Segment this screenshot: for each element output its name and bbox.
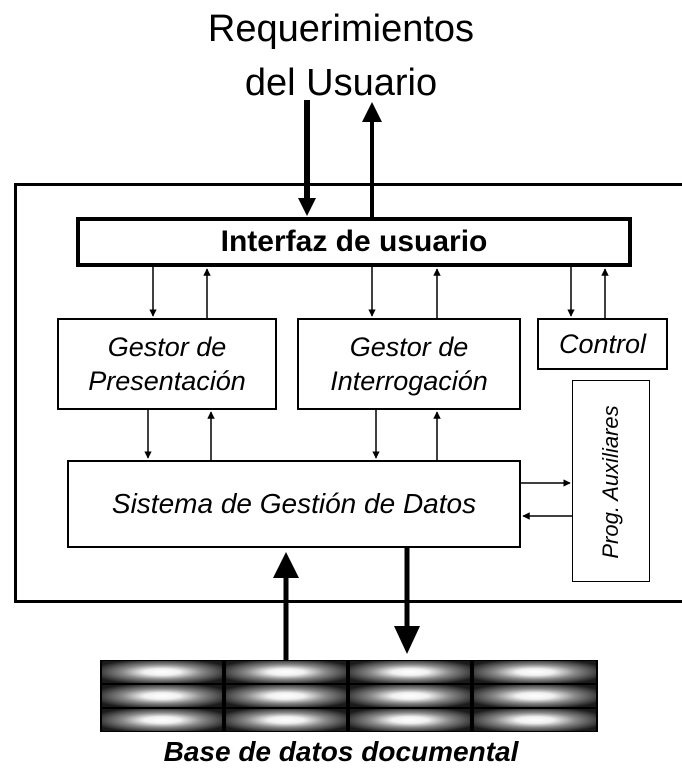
auxiliary-programs-box [572,380,650,582]
document-database [100,660,598,732]
document-database-graphic [102,661,596,731]
database-row-2 [102,685,596,707]
title-line-2: del Usuario [244,62,438,104]
document-database-label: Base de datos documental [163,736,519,767]
title-line-1: Requerimientos [207,8,475,50]
database-row-3 [102,709,596,731]
database-row-1 [102,661,596,683]
control-box: Control [537,318,668,370]
data-management-system-box: Sistema de Gestión de Datos [67,460,521,548]
presentation-manager-line-1: Gestor de [107,332,227,362]
query-manager-line-1: Gestor de [349,332,469,362]
presentation-manager-line-2: Presentación [88,366,246,396]
control-label: Control [558,329,647,359]
query-manager-line-2: Interrogación [330,366,488,396]
requirements-in-arrowhead [298,198,316,216]
db-to-system-arrowhead [273,552,299,578]
user-interface-box: Interfaz de usuario [76,217,632,267]
presentation-manager-box: Gestor de Presentación [57,318,277,410]
system-to-db-arrowhead [394,626,420,654]
system-frame [14,183,682,603]
requirements-out-arrowhead [362,102,382,122]
user-interface-label: Interfaz de usuario [220,225,488,258]
query-manager-box: Gestor de Interrogación [297,318,521,410]
data-management-system-label: Sistema de Gestión de Datos [111,488,477,519]
